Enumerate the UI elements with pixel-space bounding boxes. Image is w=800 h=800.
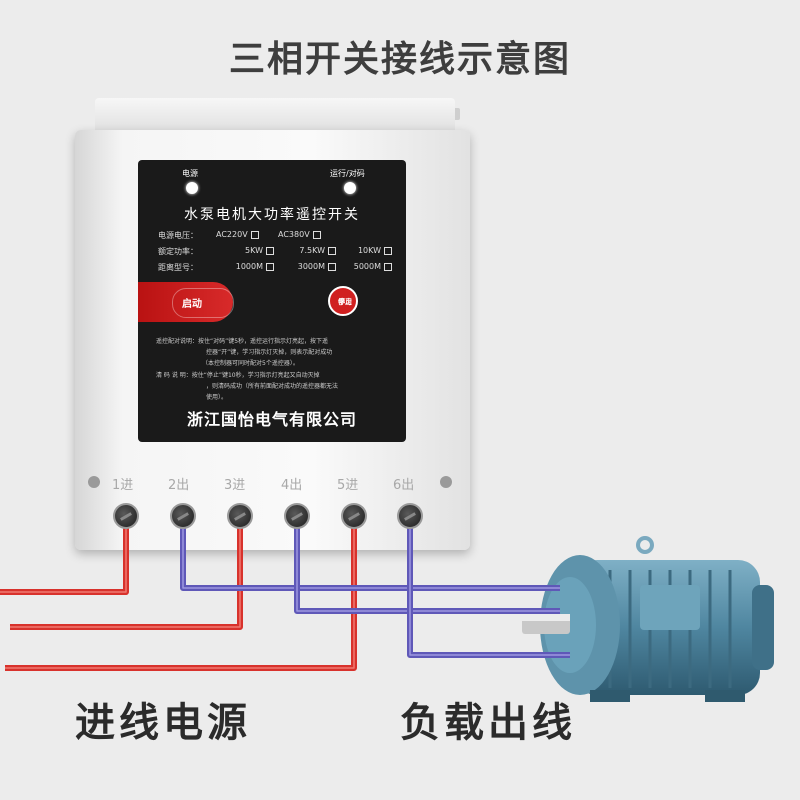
- terminal-label-2: 2出: [168, 478, 190, 493]
- pairing-instructions: 遥控配对说明：按住“对码”键5秒，遥控运行指示灯亮起，按下遥 控器“开”键，学习…: [156, 338, 333, 367]
- spec-row-power: 额定功率： 5KW 7.5KW 10KW: [158, 246, 392, 257]
- checkbox[interactable]: [384, 246, 392, 255]
- stop-learn-button[interactable]: 停止学习: [328, 286, 358, 316]
- corner-screw: [88, 476, 100, 488]
- checkbox[interactable]: [250, 230, 259, 239]
- spec-row-distance: 距离型号： 1000M 3000M 5000M: [158, 262, 392, 273]
- load-output-label: 负载出线: [400, 700, 576, 746]
- checkbox[interactable]: [328, 246, 336, 255]
- panel-heading: 水泵电机大功率遥控开关: [184, 207, 360, 223]
- stop-button-label: 停止学习: [338, 298, 352, 306]
- input-power-label: 进线电源: [75, 700, 251, 746]
- terminal-label-6: 6出: [393, 478, 415, 493]
- control-panel: 电源 运行/对码 水泵电机大功率遥控开关 电源电压： AC220V AC380V…: [138, 160, 406, 442]
- terminal-screw-4: [284, 503, 310, 529]
- checkbox[interactable]: [266, 246, 274, 255]
- corner-screw: [440, 476, 452, 488]
- terminal-screw-5: [341, 503, 367, 529]
- input-wire-3-highlight: [5, 515, 355, 669]
- page-title: 三相开关接线示意图: [228, 39, 571, 80]
- clear-instructions: 清 码 说 明：按住“停止”键10秒，学习指示灯亮起又自动灭掉 ，则清码成功（所…: [156, 372, 339, 401]
- input-wire-1-highlight: [0, 515, 127, 593]
- checkbox[interactable]: [384, 262, 392, 271]
- terminal-screw-6: [397, 503, 423, 529]
- terminal-screw-3: [227, 503, 253, 529]
- power-led: [186, 182, 198, 194]
- terminal-label-5: 5进: [337, 478, 359, 493]
- spec-row-voltage: 电源电压： AC220V AC380V: [158, 230, 340, 241]
- terminal-label-3: 3进: [224, 478, 246, 493]
- start-button[interactable]: 启动: [138, 282, 234, 322]
- terminal-label-1: 1进: [112, 478, 134, 493]
- company-name: 浙江国怡电气有限公司: [186, 410, 357, 429]
- input-wire-2-highlight: [10, 515, 241, 628]
- output-wire-2: [294, 515, 560, 614]
- terminal-screw-2: [170, 503, 196, 529]
- terminal-label-4: 4出: [281, 478, 303, 493]
- output-wire-1-highlight: [182, 515, 560, 589]
- checkbox[interactable]: [266, 262, 274, 271]
- output-wire-2-highlight: [296, 515, 560, 612]
- checkbox[interactable]: [328, 262, 336, 271]
- terminal-screw-1: [113, 503, 139, 529]
- output-wire-3-highlight: [409, 515, 570, 656]
- input-wire-1: [0, 515, 129, 595]
- run-led: [344, 182, 356, 194]
- checkbox[interactable]: [312, 230, 321, 239]
- run-led-label: 运行/对码: [330, 169, 365, 178]
- power-led-label: 电源: [182, 169, 198, 178]
